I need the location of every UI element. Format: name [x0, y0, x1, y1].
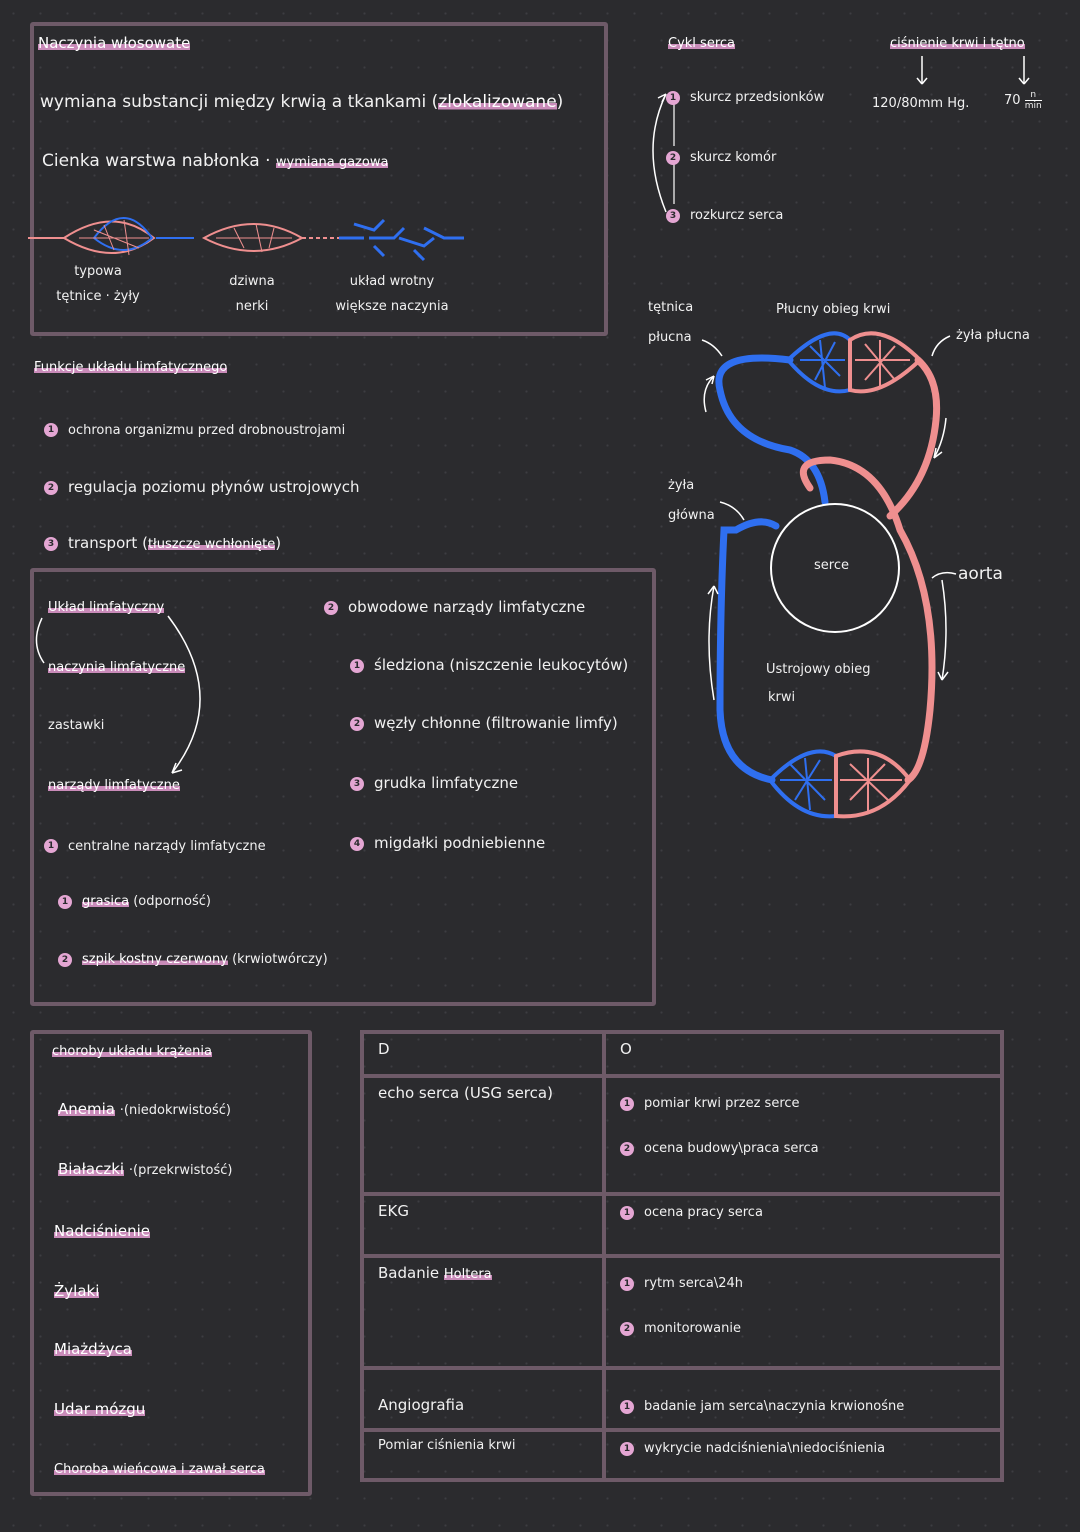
- label-systemic-1: Ustrojowy obieg: [766, 662, 871, 677]
- lymph-system-title: Układ limfatyczny: [48, 600, 165, 615]
- lymph-part-vessels: naczynia limfatyczne: [48, 660, 186, 675]
- cycle-arrows: [652, 93, 675, 213]
- label-zyla-plucna: żyła płucna: [956, 328, 1030, 343]
- label-plucna: płucna: [648, 330, 692, 345]
- pulmonary-capillaries: [785, 331, 923, 394]
- disease-4: Żylaki: [54, 1282, 100, 1300]
- lymph-bracket-arrows: [35, 615, 201, 774]
- disease-1: Anemia ·(niedokrwistość): [58, 1100, 231, 1118]
- lymph-system-box: [30, 568, 656, 1006]
- heart-circle: [770, 503, 900, 633]
- pressure-title: ciśnienie krwi i tętno: [890, 36, 1025, 51]
- label-tetnica: tętnica: [648, 300, 694, 315]
- table-header-row: D O: [360, 1030, 1004, 1078]
- capillaries-line2: Cienka warstwa nabłonka · wymiana gazowa: [42, 151, 389, 171]
- cycle-title: Cykl serca: [668, 36, 735, 51]
- pressure-arrows: [916, 56, 1030, 85]
- capillaries-title: Naczynia włosowate: [38, 34, 191, 52]
- capillaries-line1: wymiana substancji między krwią a tkanka…: [40, 92, 564, 112]
- capillary-types-illustration: [28, 217, 464, 262]
- row-2-d: EKG: [360, 1192, 606, 1258]
- row-3-d: Badanie Holtera: [360, 1254, 606, 1370]
- label-glowna: główna: [668, 508, 715, 523]
- lymph-part-organs: narządy limfatyczne: [48, 778, 180, 793]
- row-1-d: echo serca (USG serca): [360, 1074, 606, 1196]
- header-o: O: [602, 1030, 1004, 1078]
- disease-5: Miażdżyca: [54, 1340, 132, 1358]
- lymph-functions-title: Funkcje układu limfatycznego: [34, 360, 228, 375]
- capillary-type-1: typowa tętnice · żyły: [56, 264, 140, 304]
- row-5-d: Pomiar ciśnienia krwi: [360, 1428, 606, 1482]
- circulation-diagram: [701, 331, 957, 819]
- pulse-value: 70 n min: [1004, 90, 1042, 111]
- row-4-d: Angiografia: [360, 1366, 606, 1432]
- label-systemic-2: krwi: [768, 690, 796, 705]
- blood-pressure-value: 120/80mm Hg.: [872, 96, 970, 111]
- disease-2: Białaczki ·(przekrwistość): [58, 1160, 233, 1178]
- disease-6: Udar mózgu: [54, 1400, 146, 1418]
- diseases-box: [30, 1030, 312, 1496]
- label-serce: serce: [814, 558, 849, 573]
- lymph-part-valves: zastawki: [48, 718, 105, 733]
- capillary-type-2: dziwna nerki: [229, 274, 275, 314]
- systemic-capillaries: [767, 749, 913, 819]
- header-d: D: [360, 1030, 606, 1078]
- diseases-title: choroby układu krążenia: [52, 1044, 212, 1059]
- disease-3: Nadciśnienie: [54, 1222, 150, 1240]
- label-aorta: aorta: [958, 564, 1003, 584]
- capillary-type-3: układ wrotny większe naczynia: [335, 274, 449, 314]
- capillaries-box: [30, 22, 608, 336]
- label-pulmonary-circulation: Płucny obieg krwi: [776, 302, 891, 317]
- label-zyla: żyła: [668, 478, 695, 493]
- disease-7: Choroba wieńcowa i zawał serca: [54, 1462, 265, 1477]
